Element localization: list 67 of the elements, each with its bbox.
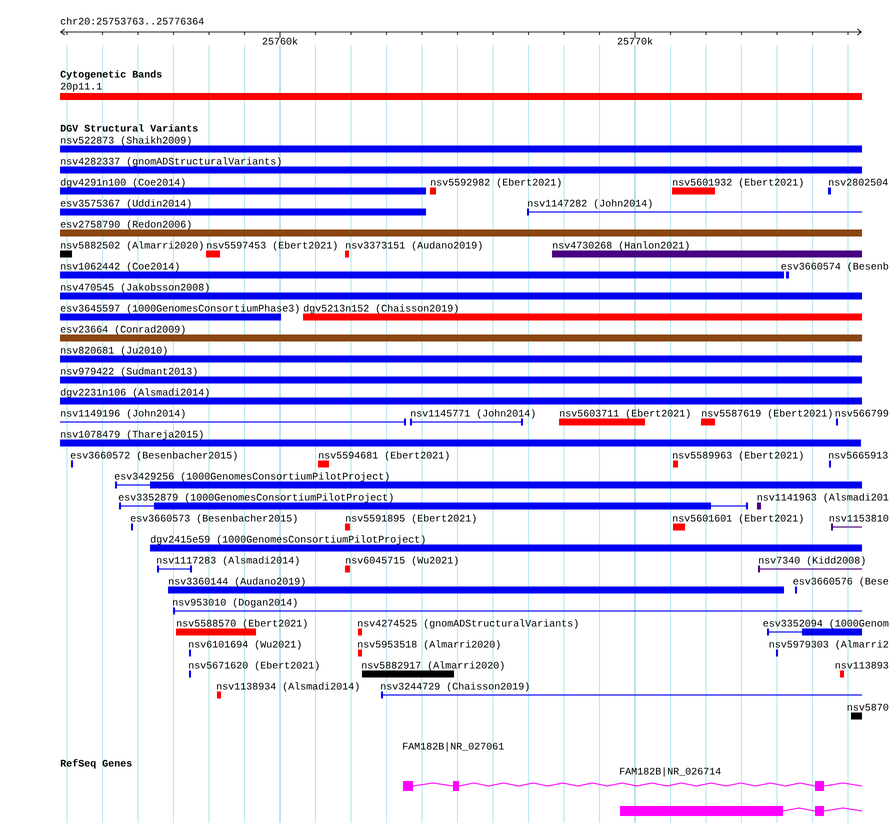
feature-label: nsv3244729 (Chaisson2019)	[381, 682, 529, 692]
feature-label: nsv5665913	[829, 452, 888, 459]
feature-label: nsv5979303 (Almarri2	[770, 640, 888, 650]
feature-label: nsv1153810	[830, 514, 888, 522]
feature-label: nsv1149196 (John2014)	[61, 409, 185, 419]
feature-label: nsv5671620 (Ebert2021)	[189, 661, 319, 671]
feature-label: esv3645597 (1000GenomesConsortiumPhase3)	[60, 304, 299, 314]
feature-label: dgv4291n100 (Coe2014)	[60, 178, 185, 188]
track-title: Cytogenetic Bands	[60, 70, 162, 80]
feature-label: nsv5591895 (Ebert2021)	[346, 514, 476, 524]
feature-label: nsv1145771 (John2014)	[411, 409, 535, 419]
feature-label: nsv4274525 (gnomADStructuralVariants)	[358, 619, 578, 629]
feature-label: nsv5589963 (Ebert2021)	[673, 451, 803, 461]
feature-label: nsv3360144 (Audano2019)	[169, 577, 305, 587]
feature-label: nsv5882917 (Almarri2020)	[362, 661, 504, 671]
feature-label: nsv953010 (Dogan2014)	[173, 598, 297, 608]
feature-label: nsv5592982 (Ebert2021)	[431, 178, 561, 188]
feature-label: nsv7340 (Kidd2008)	[759, 556, 865, 566]
feature-label: nsv5882502 (Almarri2020)	[61, 241, 203, 251]
feature-label: nsv5594681 (Ebert2021)	[319, 451, 449, 461]
feature-label: nsv1141963 (Alsmadi201	[758, 493, 888, 503]
feature-label: nsv820681 (Ju2010)	[61, 346, 167, 356]
feature-label: nsv5953518 (Almarri2020)	[358, 640, 500, 650]
feature-label: nsv5588570 (Ebert2021)	[177, 619, 307, 629]
feature-label: nsv5601932 (Ebert2021)	[673, 178, 803, 188]
feature-label: esv3660573 (Besenbacher2015)	[130, 514, 297, 524]
feature-label: nsv6045715 (Wu2021)	[346, 556, 458, 566]
feature-label: nsv5603711 (Ebert2021)	[560, 409, 690, 419]
feature-label: nsv5601601 (Ebert2021)	[673, 514, 803, 524]
feature-label: nsv5870	[848, 704, 888, 711]
feature-label: esv3660574 (Besenb	[781, 262, 888, 272]
feature-label: nsv979422 (Sudmant2013)	[61, 367, 197, 377]
feature-label: nsv566799	[836, 410, 888, 417]
feature-label: nsv5597453 (Ebert2021)	[207, 241, 337, 251]
feature-label: dgv2231n106 (Alsmadi2014)	[60, 388, 209, 398]
track-title: DGV Structural Variants	[60, 124, 198, 132]
feature-label: esv3352094 (1000Genom	[763, 619, 888, 629]
feature-label: nsv1147282 (John2014)	[528, 199, 652, 209]
feature-label: esv3660572 (Besenbacher2015)	[70, 451, 237, 461]
feature-label: nsv470545 (Jakobsson2008)	[61, 283, 209, 293]
feature-label: nsv5587619 (Ebert2021)	[702, 409, 832, 419]
feature-label: nsv1078479 (Thareja2015)	[61, 430, 203, 440]
feature-label: nsv4282337 (gnomADStructuralVariants)	[61, 157, 281, 167]
feature-label: dgv2415e59 (1000GenomesConsortiumPilotProject)	[150, 535, 425, 545]
feature-label: nsv522873 (Shaikh2009)	[61, 136, 191, 146]
feature-label: nsv113893	[836, 662, 888, 669]
feature-label: esv23664 (Conrad2009)	[60, 325, 185, 335]
feature-label: 20p11.1	[60, 82, 102, 92]
feature-label: esv3352879 (1000GenomesConsortiumPilotProject)	[118, 493, 393, 503]
position-label: chr20:25753763..25776364	[60, 17, 204, 25]
feature-label: nsv2802504	[829, 178, 888, 186]
feature-label: dgv5213n152 (Chaisson2019)	[304, 304, 458, 314]
feature-label: nsv1117283 (Alsmadi2014)	[157, 556, 299, 566]
tick-label: 25770k	[618, 37, 652, 45]
track-title: RefSeq Genes	[60, 759, 132, 769]
feature-label: nsv1062442 (Coe2014)	[61, 262, 179, 272]
feature-label: esv3660576 (Bese	[793, 577, 888, 587]
feature-label: nsv1138934 (Alsmadi2014)	[217, 682, 359, 692]
feature-label: FAM182B|NR_027061	[403, 742, 504, 752]
feature-label: nsv6101694 (Wu2021)	[189, 640, 301, 650]
feature-label: esv3575367 (Uddin2014)	[60, 199, 191, 209]
feature-label: FAM182B|NR_026714	[620, 767, 721, 777]
feature-label: esv3429256 (1000GenomesConsortiumPilotProject)	[114, 472, 389, 482]
feature-label: nsv3373151 (Audano2019)	[346, 241, 482, 251]
tick-label: 25760k	[262, 37, 298, 45]
feature-label: esv2758790 (Redon2006)	[60, 220, 191, 230]
feature-label: nsv4730268 (Hanlon2021)	[553, 241, 689, 251]
